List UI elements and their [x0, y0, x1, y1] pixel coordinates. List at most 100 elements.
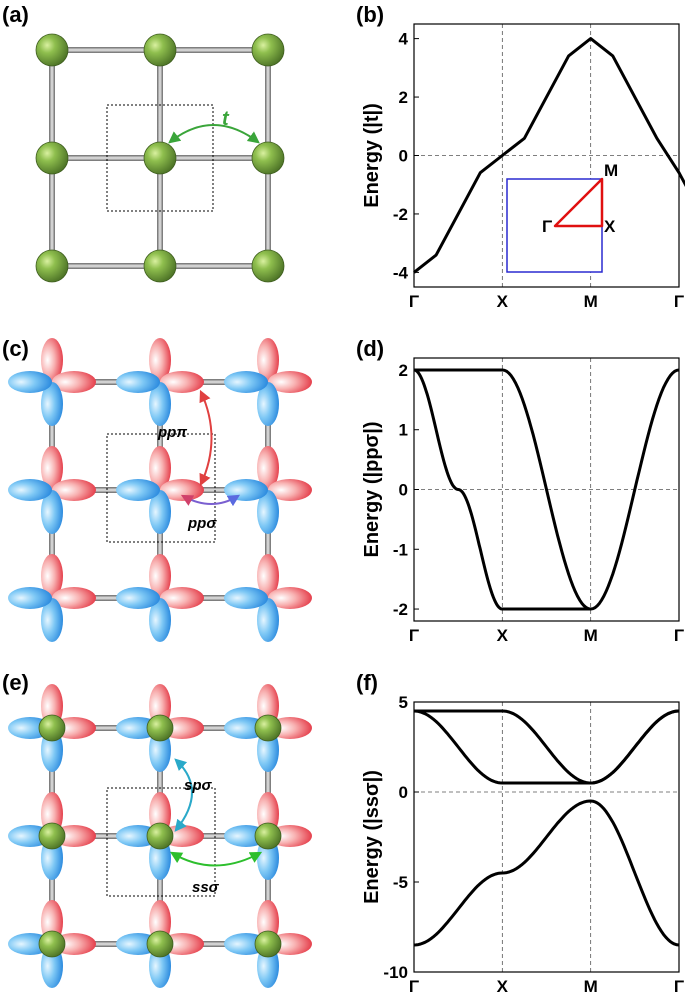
- panel-label-e: (e): [2, 670, 29, 695]
- y-tick-label: 5: [399, 693, 408, 712]
- y-axis-label: Energy (|t|): [361, 103, 383, 208]
- atom: [38, 714, 66, 742]
- unit-cell-e: [106, 787, 216, 897]
- orbital-lobe-red: [41, 554, 63, 598]
- panel-label-b: (b): [356, 2, 384, 27]
- bz-point-label: X: [604, 217, 616, 236]
- band-line: [413, 709, 680, 785]
- x-tick-label: M: [584, 626, 598, 645]
- orbital-lobe-red: [268, 371, 312, 393]
- hopping-sssigma-label: ssσ: [192, 879, 220, 896]
- orbital-lobe-blue: [8, 479, 52, 501]
- brillouin-zone-path: [553, 177, 604, 228]
- y-tick-label: -10: [383, 963, 408, 982]
- y-tick-label: 2: [399, 88, 408, 107]
- orbital-lobe-blue: [257, 598, 279, 642]
- atom: [143, 249, 177, 283]
- hopping-spsigma-label: spσ: [184, 777, 213, 794]
- orbital-lobe-blue: [149, 598, 171, 642]
- orbital-lobe-red: [257, 446, 279, 490]
- panel-label-f: (f): [356, 670, 378, 695]
- y-tick-label: -2: [393, 600, 408, 619]
- orbital-lobe-blue: [8, 371, 52, 393]
- x-tick-label: X: [497, 292, 509, 311]
- x-tick-label: X: [497, 626, 509, 645]
- hopping-pppi-arrow: [199, 389, 213, 487]
- orbital-lobe-blue: [41, 490, 63, 534]
- y-tick-label: 1: [399, 421, 408, 440]
- orbital-lobe-blue: [41, 382, 63, 426]
- bz-point-label: M: [604, 161, 618, 180]
- y-tick-label: -5: [393, 873, 408, 892]
- band-line: [413, 368, 592, 611]
- orbital-lobe-blue: [8, 587, 52, 609]
- hopping-sssigma-arrow: [169, 851, 263, 867]
- atom: [38, 930, 66, 958]
- unit-cell-a: [106, 104, 214, 212]
- orbital-lobe-blue: [257, 490, 279, 534]
- x-tick-label: Γ: [674, 977, 684, 996]
- orbital-lobe-red: [149, 446, 171, 490]
- unit-cell-c: [106, 433, 216, 543]
- orbital-lobe-blue: [224, 587, 268, 609]
- atom: [251, 33, 285, 67]
- orbital-lobe-red: [149, 554, 171, 598]
- plot-frame: [413, 701, 680, 973]
- orbital-lobe-blue: [224, 371, 268, 393]
- x-tick-label: Γ: [409, 292, 419, 311]
- y-axis-label: Energy (|ppσ|): [361, 422, 383, 558]
- orbital-lobe-red: [149, 338, 171, 382]
- atom: [251, 249, 285, 283]
- atom: [143, 141, 177, 175]
- x-tick-label: M: [584, 292, 598, 311]
- panel-label-a: (a): [2, 2, 29, 27]
- x-tick-label: Γ: [409, 977, 419, 996]
- y-tick-label: 2: [399, 361, 408, 380]
- atom: [35, 249, 69, 283]
- hopping-ppsigma-arrow: [180, 494, 241, 507]
- hopping-pppi-label: ppπ: [157, 424, 187, 441]
- hopping-t-arrow: [168, 124, 260, 144]
- orbital-lobe-blue: [41, 598, 63, 642]
- orbital-lobe-red: [160, 371, 204, 393]
- atom: [146, 714, 174, 742]
- orbital-lobe-blue: [116, 479, 160, 501]
- band-line: [414, 368, 680, 611]
- orbital-lobe-red: [52, 587, 96, 609]
- y-axis-label: Energy (|ssσ|): [361, 770, 383, 904]
- panel-label-c: (c): [2, 336, 29, 361]
- orbital-lobe-blue: [149, 382, 171, 426]
- orbital-lobe-red: [52, 371, 96, 393]
- y-tick-label: -1: [393, 540, 408, 559]
- hopping-t-label: t: [222, 108, 230, 130]
- orbital-lobe-red: [52, 479, 96, 501]
- hopping-ppsigma-label: ppσ: [187, 515, 217, 532]
- orbital-lobe-blue: [116, 587, 160, 609]
- x-tick-label: Γ: [409, 626, 419, 645]
- hopping-spsigma-arrow: [174, 758, 193, 832]
- orbital-lobe-red: [257, 338, 279, 382]
- orbital-lobe-red: [41, 338, 63, 382]
- atom: [146, 822, 174, 850]
- panel-label-d: (d): [356, 336, 384, 361]
- band-line: [413, 37, 685, 274]
- bz-point-label: Γ: [542, 217, 552, 236]
- atom: [254, 714, 282, 742]
- x-tick-label: X: [497, 977, 509, 996]
- orbital-lobe-blue: [257, 382, 279, 426]
- atom: [146, 930, 174, 958]
- x-tick-label: Γ: [674, 292, 684, 311]
- y-tick-label: -2: [393, 205, 408, 224]
- lattice-e: [8, 684, 312, 988]
- orbital-lobe-red: [268, 479, 312, 501]
- lattice-c: [8, 338, 312, 642]
- atom: [38, 822, 66, 850]
- band-line: [413, 799, 680, 947]
- y-tick-label: 0: [399, 147, 408, 166]
- atom: [251, 141, 285, 175]
- x-tick-label: Γ: [674, 626, 684, 645]
